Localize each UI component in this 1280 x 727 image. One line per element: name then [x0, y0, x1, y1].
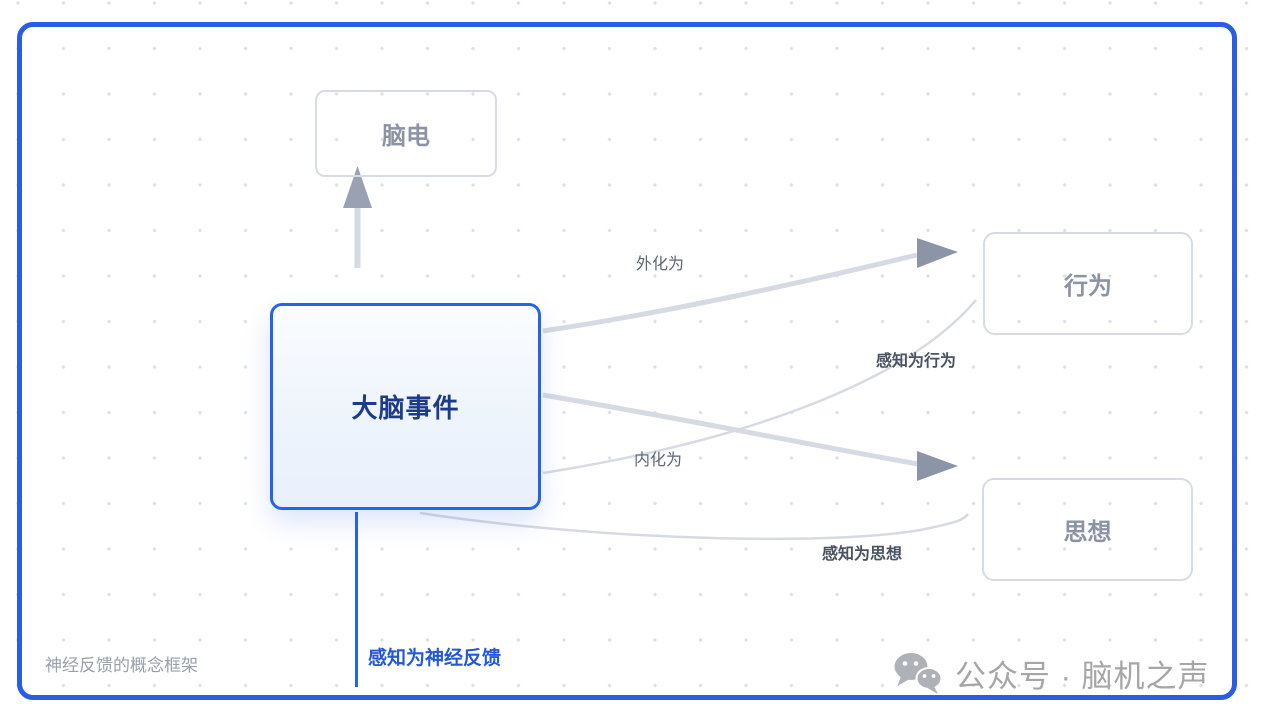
arrowhead-up-icon [343, 166, 372, 208]
edge-externalize [542, 252, 918, 334]
node-thought: 思想 [982, 478, 1193, 581]
edge-label-perceive-neurofeedback: 感知为神经反馈 [368, 648, 502, 669]
node-brain-event-label: 大脑事件 [351, 393, 460, 423]
node-behavior: 行为 [983, 232, 1193, 335]
edge-label-internalize: 内化为 [634, 452, 683, 469]
edge-label-perceive-thought: 感知为思想 [822, 546, 903, 563]
wechat-icon [894, 653, 943, 694]
node-eeg-label: 脑电 [382, 123, 430, 150]
edge-internalize [542, 392, 919, 467]
edge-label-perceive-behavior: 感知为行为 [876, 353, 957, 370]
arrowhead-right-behavior-icon [917, 238, 958, 268]
node-eeg: 脑电 [315, 90, 497, 177]
diagram-caption: 神经反馈的概念框架 [45, 656, 198, 675]
edge-label-externalize: 外化为 [636, 256, 685, 273]
watermark: 公众号 · 脑机之声 [893, 650, 1210, 696]
edge-perceive-behavior [542, 299, 977, 475]
watermark-text: 公众号 · 脑机之声 [955, 658, 1210, 694]
node-thought-label: 思想 [1063, 519, 1112, 546]
arrowhead-right-thought-icon [917, 451, 958, 481]
edge-perceive-thought [419, 511, 970, 541]
node-behavior-label: 行为 [1064, 273, 1112, 300]
node-brain-event: 大脑事件 [270, 303, 541, 510]
